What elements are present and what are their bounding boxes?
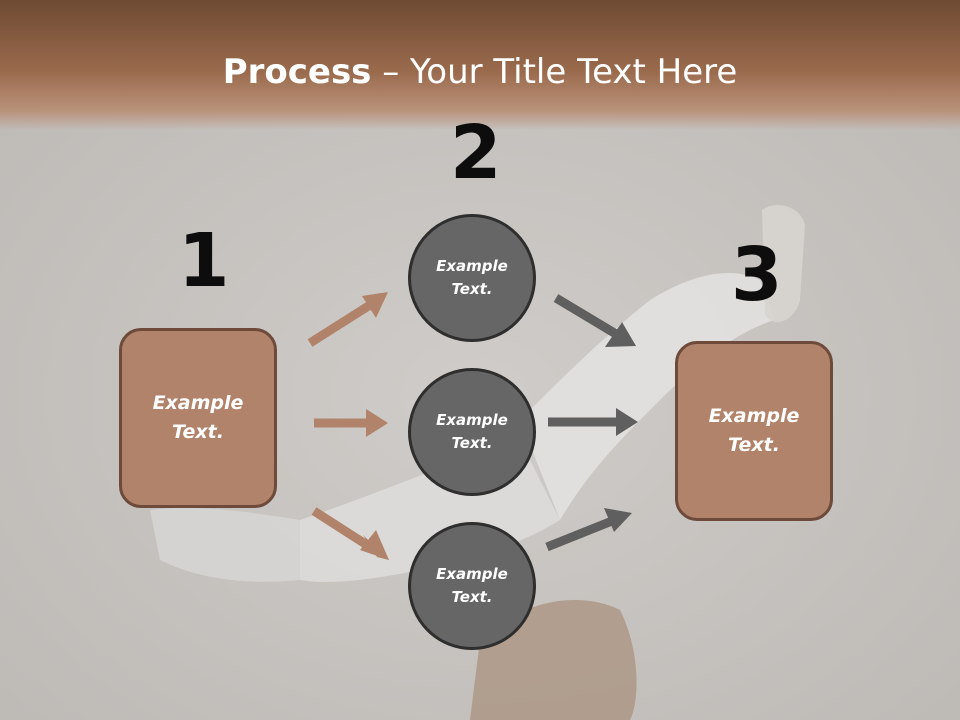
circle-top-label-line2: Text. (451, 280, 493, 298)
circle-top-label-line1: Example (436, 257, 508, 275)
step-number-1: 1 (178, 218, 230, 304)
arrow-top-to-box3 (553, 294, 636, 347)
step-2-circle-top: Example Text. (408, 214, 536, 342)
arrow-box1-to-top (307, 292, 388, 347)
step-3-label-line2: Text. (728, 434, 780, 456)
step-3-label-line1: Example (708, 405, 800, 427)
step-2-circle-middle: Example Text. (408, 368, 536, 496)
circle-bottom-label-line2: Text. (451, 588, 493, 606)
step-1-box: Example Text. (119, 328, 277, 508)
step-2-circle-bottom: Example Text. (408, 522, 536, 650)
circle-middle-label: Example Text. (436, 409, 508, 455)
arrow-bottom-to-box3 (545, 508, 632, 552)
circle-top-label: Example Text. (436, 255, 508, 301)
circle-middle-label-line2: Text. (451, 434, 493, 452)
slide-title: Process – Your Title Text Here (0, 52, 960, 92)
circle-bottom-label: Example Text. (436, 563, 508, 609)
step-1-label-line1: Example (152, 392, 244, 414)
arrow-box1-to-middle (314, 409, 388, 437)
circle-bottom-label-line1: Example (436, 565, 508, 583)
step-number-3: 3 (731, 232, 783, 318)
step-3-label: Example Text. (709, 402, 800, 460)
arrow-middle-to-box3 (548, 408, 638, 436)
title-rest: – Your Title Text Here (371, 52, 738, 92)
arrow-box1-to-bottom (311, 507, 389, 560)
title-bar (0, 0, 960, 130)
step-number-2: 2 (450, 110, 502, 196)
title-bold: Process (222, 52, 372, 92)
circle-middle-label-line1: Example (436, 411, 508, 429)
step-3-box: Example Text. (675, 341, 833, 521)
step-1-label-line2: Text. (172, 421, 224, 443)
step-1-label: Example Text. (153, 389, 244, 447)
